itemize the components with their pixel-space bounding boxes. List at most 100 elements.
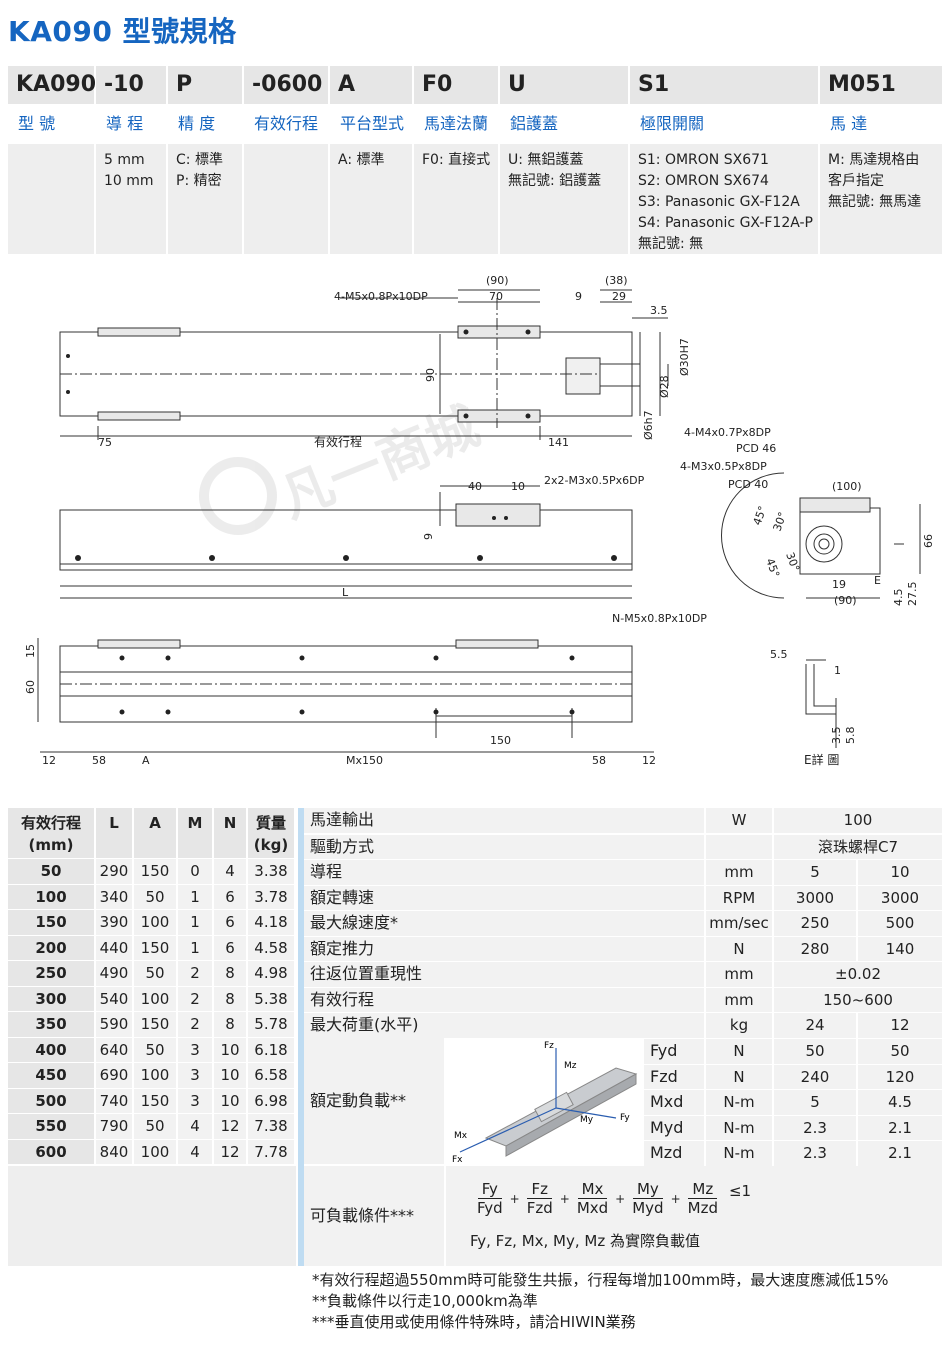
formula-denominator: Fyd <box>477 1199 503 1217</box>
dim-60: 60 <box>24 680 37 694</box>
hole-spec-m3: 4-M3x0.5Px8DP <box>680 460 767 473</box>
load-row-unit: N <box>706 1039 772 1064</box>
model-code-detail: F0: 直接式 <box>414 144 498 254</box>
model-code-label: 型 號 <box>18 114 56 133</box>
footnotes: *有效行程超過550mm時可能發生共振，行程每增加100mm時，最大速度應減低1… <box>312 1270 889 1333</box>
load-row-name: Mxd <box>644 1090 704 1115</box>
spec-param-value: 滾珠螺桿C7 <box>774 834 942 859</box>
spec-left-cell: 2 <box>178 986 212 1011</box>
formula-le: ≤1 <box>728 1181 752 1200</box>
spec-param-unit: RPM <box>706 885 772 910</box>
axis-label-mz: Mz <box>564 1061 577 1071</box>
spec-left-header: M <box>178 808 212 858</box>
spec-left-cell: 50 <box>134 1037 176 1062</box>
dim-90-end: (90) <box>834 594 857 607</box>
spec-param-unit: N <box>706 936 772 961</box>
model-code-label-row: 型 號導 程精 度有效行程平台型式馬達法蘭鋁護蓋極限開關馬 達 <box>8 104 942 144</box>
angle-30-top: 30° <box>771 510 790 533</box>
spec-left-header: A <box>134 808 176 858</box>
dim-150: 150 <box>490 734 511 747</box>
load-row-value: 50 <box>858 1039 942 1064</box>
dim-L: L <box>342 586 349 599</box>
spec-param-name: 有效行程 <box>304 987 704 1012</box>
spec-left-cell: 150 <box>134 935 176 960</box>
model-code-label: 極限開關 <box>640 114 705 133</box>
formula-numerator: Fy <box>477 1180 502 1199</box>
spec-left-cell: 4 <box>178 1139 212 1164</box>
spec-param-value: 10 <box>858 860 942 885</box>
spec-left-cell: 4 <box>214 859 246 884</box>
formula-numerator: Fz <box>527 1180 552 1199</box>
axis-label-mx: Mx <box>454 1131 468 1141</box>
dim-70: 70 <box>489 290 503 303</box>
load-row-value: 2.1 <box>858 1141 942 1166</box>
spec-divider <box>298 808 304 1266</box>
spec-left-cell: 640 <box>96 1037 132 1062</box>
footnote: **負載條件以行走10,000km為準 <box>312 1292 538 1310</box>
spec-stroke-cell: 600 <box>8 1139 94 1164</box>
spec-left-header: N <box>214 808 246 858</box>
spec-stroke-cell: 500 <box>8 1088 94 1113</box>
spec-param-name: 額定推力 <box>304 936 704 961</box>
dim-15: 15 <box>24 644 37 658</box>
model-code-header: M051 <box>820 66 942 104</box>
spec-left-cell: 6 <box>214 935 246 960</box>
dim-27-5: 27.5 <box>906 582 919 607</box>
spec-param-value: 3000 <box>858 885 942 910</box>
spec-left-header: 質量 (kg) <box>248 808 294 858</box>
footnote: *有效行程超過550mm時可能發生共振，行程每增加100mm時，最大速度應減低1… <box>312 1271 889 1289</box>
spec-left-cell: 6 <box>214 910 246 935</box>
top-view-holes <box>66 329 531 419</box>
spec-param-unit: mm <box>706 987 772 1012</box>
spec-param-value: 140 <box>858 936 942 961</box>
spec-left-cell: 1 <box>178 884 212 909</box>
spec-left-cell: 4 <box>178 1114 212 1139</box>
hole-spec-bottom: N-M5x0.8Px10DP <box>612 612 707 625</box>
axis-label-fx: Fx <box>452 1155 463 1164</box>
top-view <box>59 289 669 440</box>
load-row-value: 120 <box>858 1064 942 1089</box>
bottom-view-holes <box>119 655 575 715</box>
formula-denominator: Mxd <box>576 1199 609 1217</box>
angle-45-top: 45° <box>751 504 770 527</box>
e-detail <box>805 659 837 748</box>
formula-plus: + <box>509 1191 520 1206</box>
model-code-detail <box>244 144 328 254</box>
footnote: ***垂直使用或使用條件特殊時，請洽HIWIN業務 <box>312 1313 636 1331</box>
spec-param-name: 驅動方式 <box>304 834 704 859</box>
dim-E: E <box>874 574 881 587</box>
spec-left-cell: 690 <box>96 1063 132 1088</box>
dim-66: 66 <box>922 534 935 548</box>
spec-param-value: 24 <box>774 1013 856 1038</box>
load-row-value: 2.3 <box>774 1141 856 1166</box>
spec-left-cell: 50 <box>134 884 176 909</box>
hole-spec-top: 4-M5x0.8Px10DP <box>334 290 428 303</box>
model-code-label: 馬達法蘭 <box>424 114 489 133</box>
model-code-label: 馬 達 <box>830 114 868 133</box>
dim-Mx150: Mx150 <box>346 754 383 767</box>
spec-param-value: 500 <box>858 911 942 936</box>
spec-stroke-cell: 150 <box>8 910 94 935</box>
spec-left-cell: 1 <box>178 935 212 960</box>
dim-141: 141 <box>548 436 569 449</box>
spec-left-blank <box>8 1166 296 1266</box>
spec-stroke-cell: 550 <box>8 1114 94 1139</box>
spec-param-name: 額定轉速 <box>304 885 704 910</box>
spec-param-value: 150~600 <box>774 987 942 1012</box>
spec-left-cell: 150 <box>134 1012 176 1037</box>
model-code-label: 鋁護蓋 <box>510 114 559 133</box>
load-row-unit: N-m <box>706 1141 772 1166</box>
load-row-unit: N <box>706 1064 772 1089</box>
spec-left-header: L <box>96 808 132 858</box>
spec-param-name: 最大荷重(水平) <box>304 1013 704 1038</box>
spec-left-cell: 7.38 <box>248 1114 294 1139</box>
model-code-header: P <box>168 66 242 104</box>
dim-40: 40 <box>468 480 482 493</box>
spec-load-label: 額定動負載** <box>304 1038 444 1164</box>
dim-90-top: (90) <box>486 274 509 287</box>
formula-numerator: My <box>632 1180 663 1199</box>
model-code-detail: M: 馬達規格由 客戶指定 無記號: 無馬達 <box>820 144 942 254</box>
axis-label-my: My <box>580 1115 594 1125</box>
